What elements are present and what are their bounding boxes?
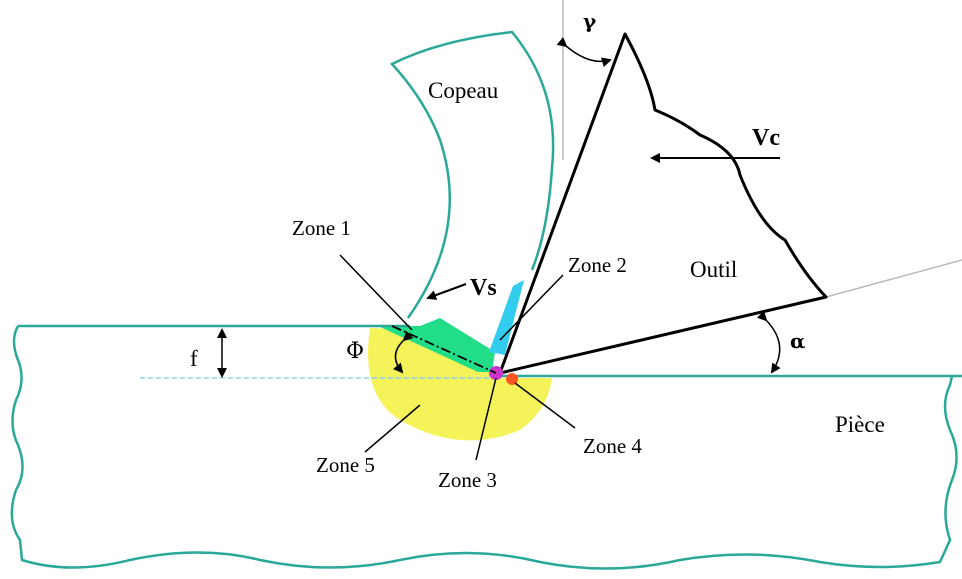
zone4-label: Zone 4 [583, 434, 642, 458]
zone2-leader [499, 274, 564, 341]
vs-arrow [426, 283, 467, 300]
zone5-leader [364, 404, 421, 453]
zone1-label: Zone 1 [292, 216, 351, 240]
zone5-region [368, 328, 552, 441]
zone3-leader [475, 377, 497, 461]
feed-label: f [190, 346, 198, 371]
shear-angle-label: Φ [346, 339, 364, 364]
zone4-marker [506, 373, 518, 385]
tool-outline [498, 32, 828, 375]
chip-outline [389, 30, 555, 319]
shear-angle-arc [393, 330, 414, 374]
zone2-region [489, 280, 524, 355]
rake-angle-arc [556, 37, 612, 68]
clearance-angle-arc [756, 310, 781, 374]
zone5-label: Zone 5 [316, 453, 375, 477]
workpiece-label: Pièce [835, 412, 885, 437]
tool-label: Outil [690, 257, 737, 282]
clearance-reference-line [825, 259, 962, 298]
zone3-label: Zone 3 [438, 468, 497, 492]
clearance-angle-label: α [790, 329, 805, 353]
zone4-leader [514, 382, 576, 429]
zone2-label: Zone 2 [568, 253, 627, 277]
rake-angle-label: γ [583, 9, 597, 33]
vc-label: Vc [752, 125, 780, 151]
zone1-leader [339, 254, 413, 331]
workpiece-outline [10, 324, 962, 570]
chip-label: Copeau [428, 78, 499, 103]
vs-label: Vs [470, 275, 497, 301]
